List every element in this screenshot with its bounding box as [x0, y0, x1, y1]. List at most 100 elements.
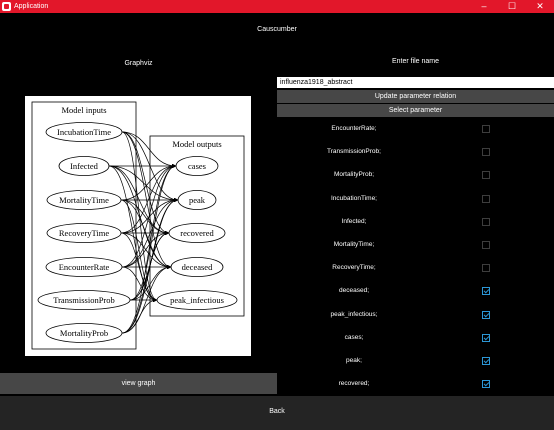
- title-bar: Application – ☐ ✕: [0, 0, 554, 13]
- input-node-label: IncubationTime: [57, 127, 111, 137]
- parameter-row: recovered;: [277, 377, 554, 391]
- parameter-checkbox[interactable]: [482, 357, 490, 365]
- graph-edge: [120, 232, 158, 303]
- graph-edge: [108, 165, 172, 270]
- parameter-label: TransmissionProb;: [327, 148, 381, 156]
- parameter-checkbox[interactable]: [482, 241, 490, 249]
- parameter-row: peak;: [277, 354, 554, 368]
- output-node: [170, 257, 224, 277]
- window-title: Application: [14, 3, 49, 10]
- parameter-label: peak_infectious;: [330, 310, 378, 318]
- file-name-label: Enter file name: [391, 58, 440, 65]
- back-button-label: Back: [269, 408, 285, 415]
- parameter-row: MortalityTime;: [277, 238, 554, 252]
- parameter-checkbox[interactable]: [482, 264, 490, 273]
- graph-edge: [120, 199, 172, 270]
- outputs-cluster: [149, 135, 245, 317]
- parameter-row: deceased;: [277, 284, 554, 298]
- output-node-label: peak_infectious: [170, 295, 224, 305]
- inputs-cluster-label: Model inputs: [61, 105, 106, 115]
- parameter-label: Infected;: [341, 217, 367, 225]
- input-node: [46, 223, 122, 243]
- graph-edge: [108, 165, 170, 236]
- graph-edge: [121, 163, 177, 268]
- graph-edge: [121, 266, 158, 303]
- minimize-button[interactable]: –: [481, 1, 487, 11]
- parameter-checkbox[interactable]: [482, 310, 490, 319]
- parameter-checkbox[interactable]: [482, 380, 490, 389]
- view-graph-button[interactable]: view graph: [0, 373, 277, 394]
- parameter-checkbox[interactable]: [482, 217, 490, 226]
- parameter-row: MortalityProb;: [277, 168, 554, 182]
- input-node-label: Infected: [70, 161, 99, 171]
- parameter-label: cases;: [344, 333, 364, 341]
- input-node-label: MortalityTime: [59, 195, 109, 205]
- parameter-label: MortalityTime;: [333, 241, 375, 248]
- graph-edge: [121, 131, 172, 270]
- graph-edge: [129, 163, 177, 301]
- parameter-label: RecoveryTime;: [332, 264, 376, 272]
- app-icon: [2, 2, 11, 11]
- graph-edge: [121, 131, 177, 169]
- parameter-checkbox[interactable]: [482, 194, 490, 203]
- parameter-row: EncounterRate;: [277, 122, 554, 136]
- maximize-button[interactable]: ☐: [507, 1, 517, 11]
- graph-image: Model inputs Model outputs IncubationTim…: [25, 96, 251, 356]
- input-node: [45, 122, 123, 142]
- parameter-row: TransmissionProb;: [277, 145, 554, 159]
- graph-edge: [120, 199, 158, 303]
- close-button[interactable]: ✕: [536, 1, 544, 11]
- input-node: [37, 290, 131, 310]
- input-node: [45, 323, 123, 343]
- output-node: [175, 156, 219, 176]
- parameter-checkbox[interactable]: [482, 333, 490, 342]
- input-node: [58, 156, 110, 176]
- graph-edge: [121, 197, 179, 268]
- graph-edge: [121, 230, 170, 268]
- graph-edge: [121, 163, 177, 334]
- parameter-label: peak;: [346, 357, 362, 364]
- graph-edge: [120, 163, 177, 234]
- graph-edge: [120, 199, 170, 236]
- input-node-label: EncounterRate: [59, 262, 110, 272]
- parameter-row: RecoveryTime;: [277, 261, 554, 275]
- parameter-label: EncounterRate;: [331, 125, 377, 132]
- file-name-input[interactable]: [277, 77, 554, 88]
- update-parameter-relation-button[interactable]: Update parameter relation: [277, 90, 554, 103]
- graph-edge: [108, 165, 179, 203]
- parameter-row: peak_infectious;: [277, 308, 554, 322]
- output-node: [168, 223, 226, 243]
- parameter-label: deceased;: [339, 287, 369, 295]
- output-node-label: peak: [189, 195, 206, 205]
- output-node-label: cases: [188, 161, 206, 171]
- outputs-cluster-label: Model outputs: [172, 139, 221, 149]
- inputs-cluster: [31, 101, 137, 350]
- input-node-label: MortalityProb: [60, 328, 108, 338]
- output-node-label: deceased: [182, 262, 213, 272]
- parameter-checkbox[interactable]: [482, 287, 490, 296]
- graph-edge: [121, 230, 170, 334]
- back-button[interactable]: Back: [0, 396, 554, 430]
- graph-edge: [120, 232, 172, 270]
- parameter-checkbox[interactable]: [482, 171, 490, 180]
- graph-edge: [120, 197, 179, 234]
- parameter-checkbox[interactable]: [482, 125, 490, 133]
- parameter-label: IncubationTime;: [330, 194, 377, 202]
- input-node: [46, 190, 122, 210]
- parameter-label: MortalityProb;: [333, 171, 375, 179]
- select-parameter-button[interactable]: Select parameter: [277, 104, 554, 117]
- output-node: [156, 290, 238, 310]
- output-node: [177, 190, 217, 210]
- parameter-row: cases;: [277, 331, 554, 345]
- input-node: [45, 257, 123, 277]
- graph-edge: [121, 131, 170, 236]
- parameter-checkbox[interactable]: [482, 148, 490, 157]
- parameter-row: Infected;: [277, 215, 554, 229]
- parameter-label: recovered;: [338, 380, 370, 388]
- graph-edge: [120, 163, 177, 201]
- graphviz-label: Graphviz: [124, 60, 153, 67]
- causal-graph: Model inputs Model outputs IncubationTim…: [31, 101, 245, 350]
- parameter-row: IncubationTime;: [277, 192, 554, 206]
- graph-edge: [121, 297, 158, 334]
- input-node-label: RecoveryTime: [59, 228, 109, 238]
